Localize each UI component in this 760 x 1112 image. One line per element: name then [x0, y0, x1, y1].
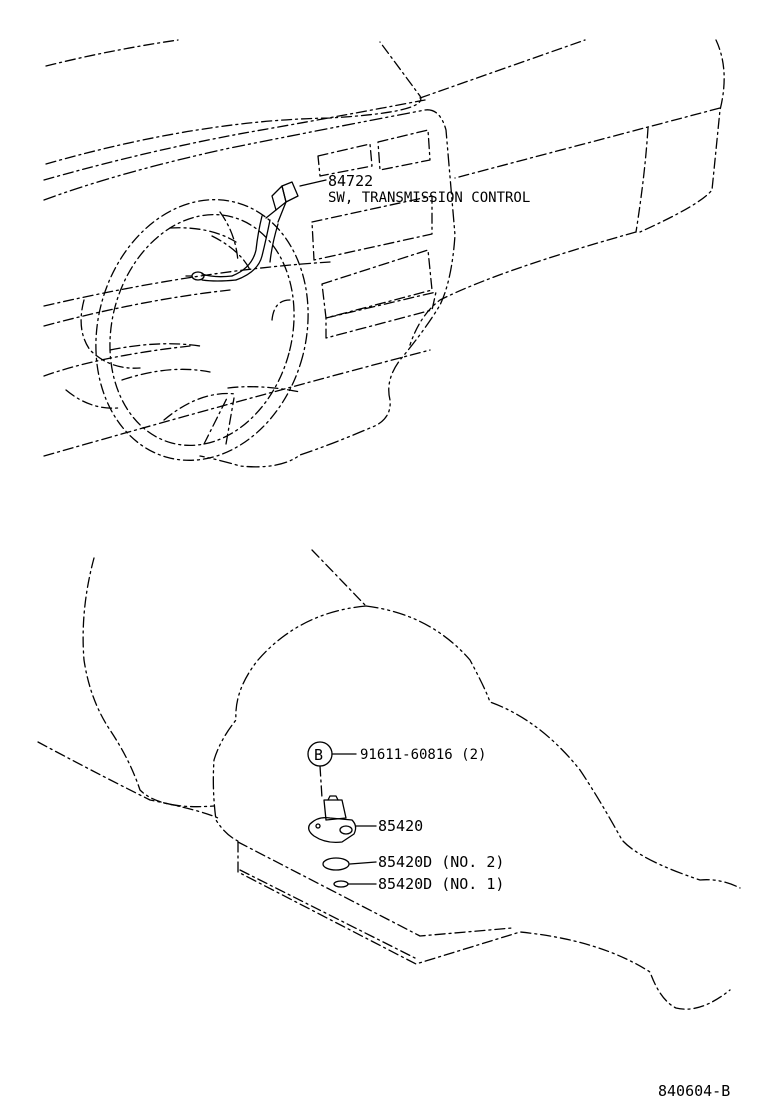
figure-id: 840604-B	[658, 1082, 730, 1100]
bolt-ref-letter: B	[314, 746, 323, 764]
oring-no1	[333, 880, 377, 888]
transmission-control-switch	[185, 179, 327, 282]
bolt-callout: B	[307, 741, 357, 799]
steering-wheel	[95, 199, 309, 461]
oring-no2	[322, 857, 377, 871]
bolt-part-number: 91611-60816 (2)	[360, 747, 486, 763]
oring-no1-part: 85420D (NO. 1)	[378, 875, 504, 893]
speed-sensor	[308, 795, 377, 844]
switch-part-number: 84722	[328, 172, 373, 190]
sensor-part-number: 85420	[378, 817, 423, 835]
dashboard-view: 84722 SW, TRANSMISSION CONTROL	[43, 39, 725, 468]
transmission-view: B 91611-60816 (2) 85420 85420D (NO. 2) 8…	[37, 549, 741, 1010]
oring-no2-part: 85420D (NO. 2)	[378, 853, 504, 871]
switch-part-name: SW, TRANSMISSION CONTROL	[328, 190, 530, 206]
